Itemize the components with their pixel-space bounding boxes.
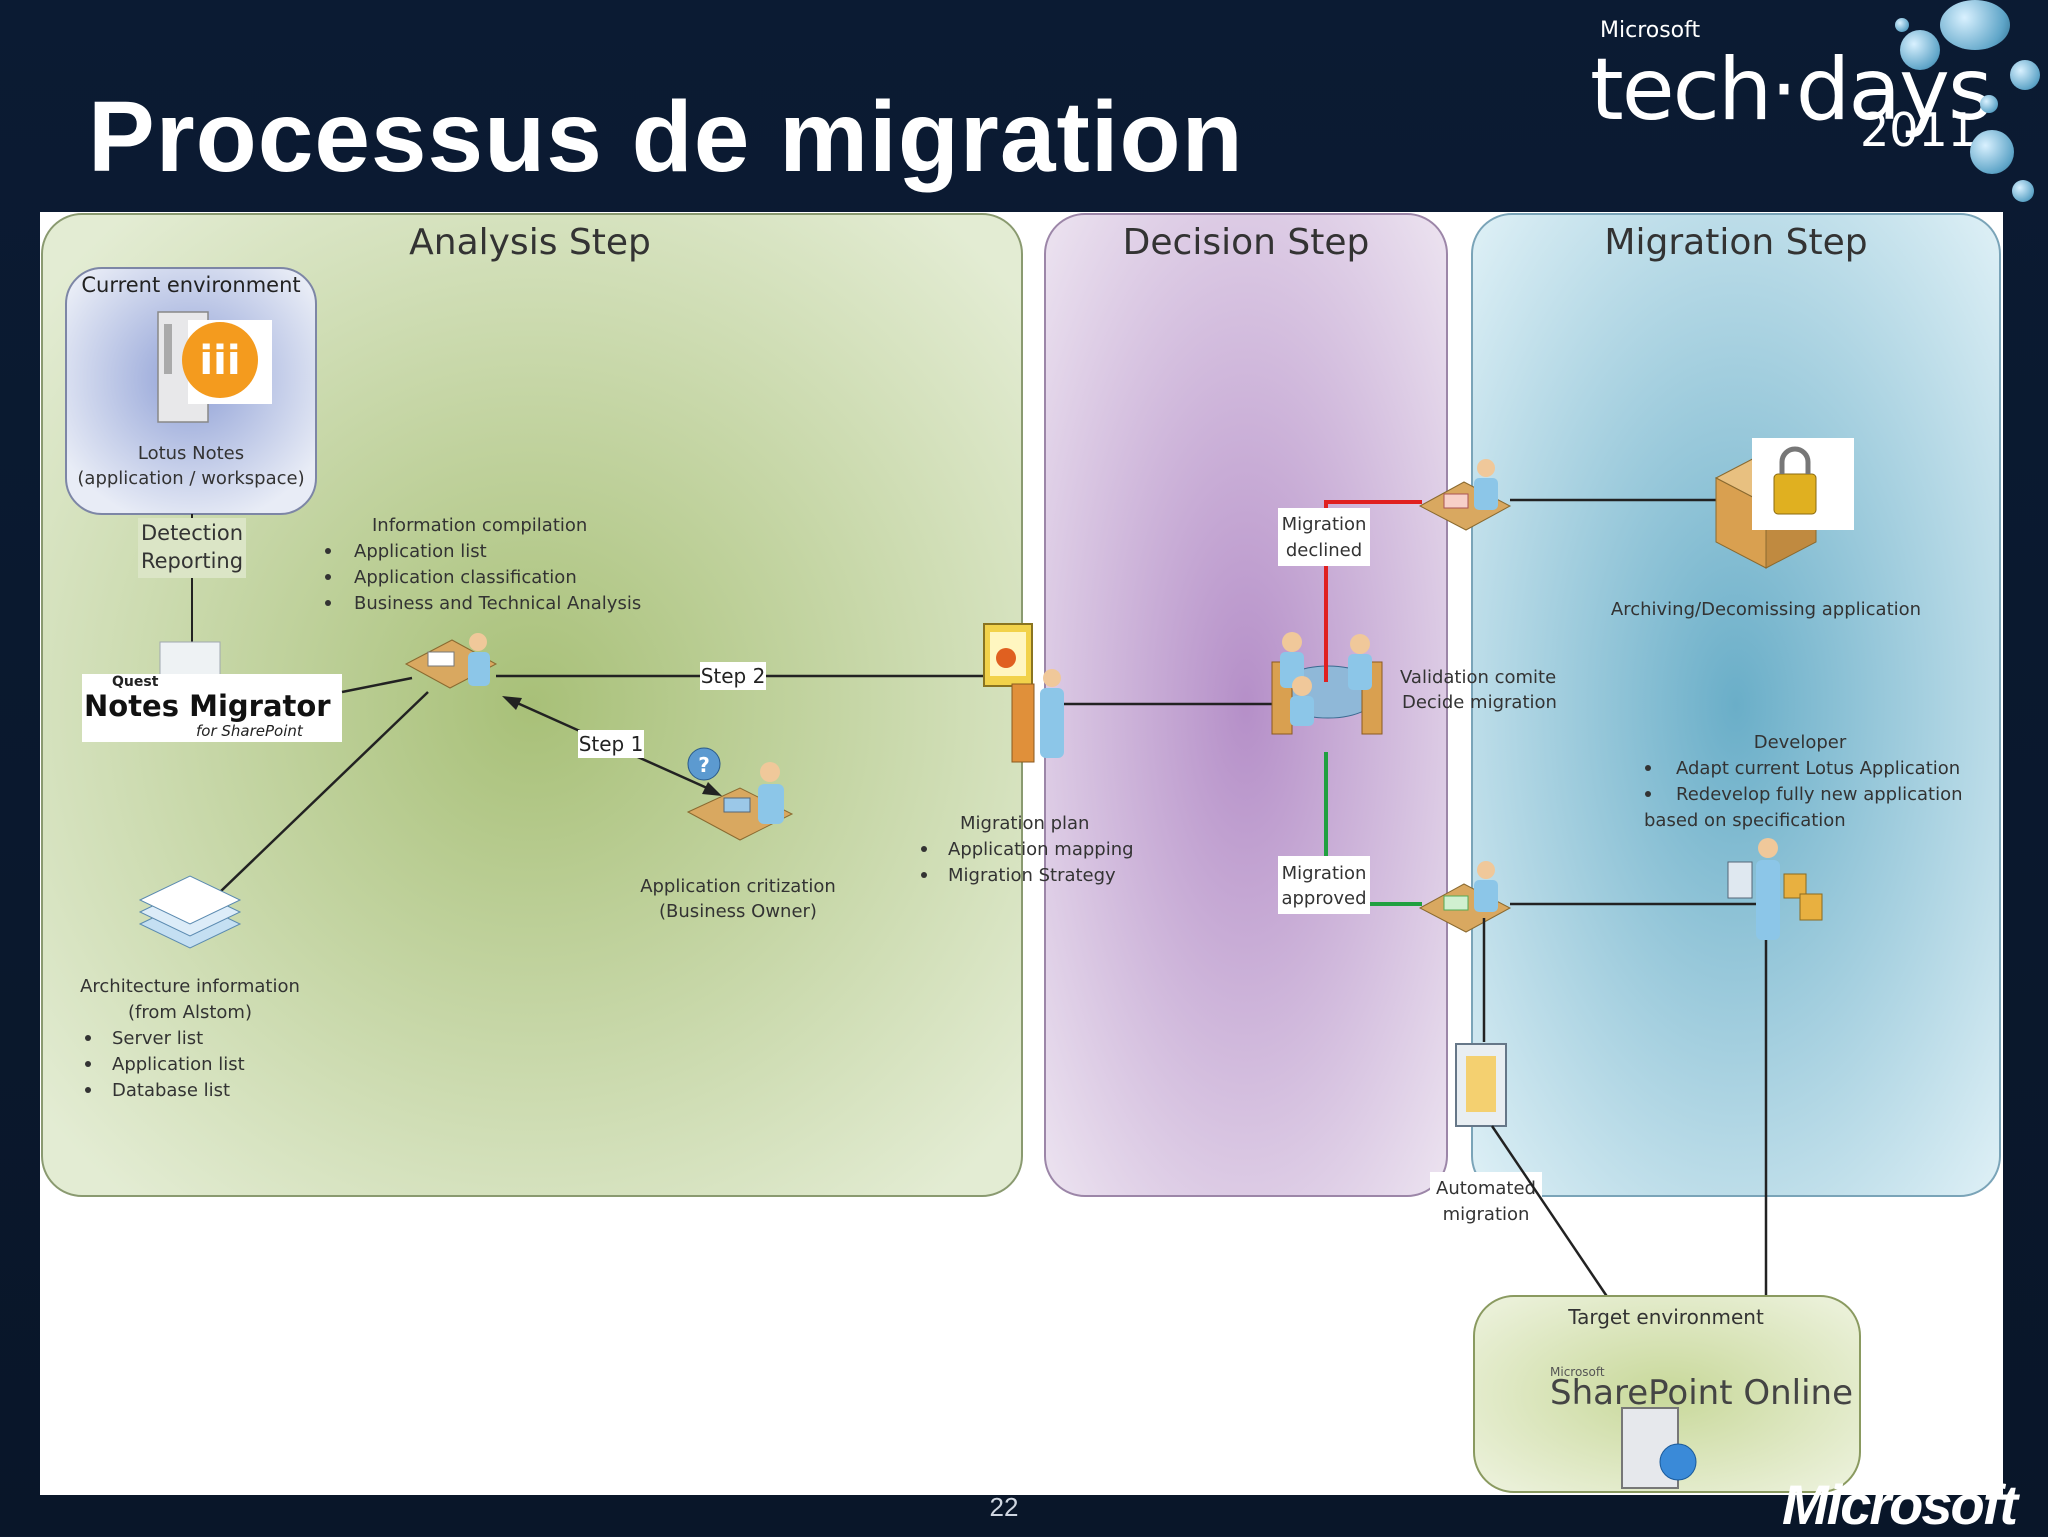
developer-item: Adapt current Lotus Application [1676,758,1960,779]
analyst-person-icon [404,633,498,689]
detection-label: Detection [141,521,243,545]
migration-plan-item: Migration Strategy [948,865,1116,886]
info-compilation-item: Application list [354,541,487,562]
svg-text:iii: iii [199,338,240,384]
archive-operator-icon [1418,459,1512,531]
automated-label-2: migration [1443,1204,1530,1225]
page-number: 22 [989,1492,1019,1522]
step1-label: Step 1 [579,732,644,756]
phase-title-migration: Migration Step [1604,222,1867,263]
sharepoint-online-logo: Microsoft SharePoint Online [1550,1365,1853,1489]
decor-bubble [2012,180,2034,202]
migration-server-icon [1455,1043,1507,1127]
info-compilation-item: Business and Technical Analysis [354,593,641,614]
lotus-server-icon: iii [157,311,272,423]
validation-label: Validation comite [1400,667,1556,688]
migration-plan-title: Migration plan [960,813,1089,834]
microsoft-footer-logo: Microsoft [1782,1473,2018,1536]
info-compilation-title: Information compilation [372,515,587,536]
target-environment-box [1473,1295,1861,1493]
architecture-item: Database list [112,1080,230,1101]
phase-title-decision: Decision Step [1123,222,1370,263]
target-environment-title: Target environment [1567,1305,1764,1329]
decor-bubble [1900,30,1940,70]
target-product-name: SharePoint Online [1550,1373,1853,1413]
app-critization-label: Application critization [640,876,836,897]
logo-year: 2011 [1860,103,1978,157]
validation-committee-icon [1271,632,1383,735]
info-compilation-item: Application classification [354,567,577,588]
developer-item: Redevelop fully new application [1676,784,1963,805]
phase-title-analysis: Analysis Step [409,222,651,263]
target-product-brand: Microsoft [1550,1365,1605,1379]
architecture-source: (from Alstom) [128,1002,252,1023]
architecture-title: Architecture information [80,976,300,997]
developer-title: Developer [1754,732,1847,753]
automated-label: Automated [1436,1178,1536,1199]
declined-label-2: declined [1286,540,1362,561]
decor-bubble [2010,60,2040,90]
approved-label-2: approved [1281,888,1366,909]
migration-plan-item: Application mapping [948,839,1134,860]
connector-server-to-target [1490,1125,1610,1299]
declined-label: Migration [1282,514,1367,535]
declined-path [1324,500,1422,682]
migration-operator-icon [1418,861,1512,933]
documents-stack-icon [138,875,242,949]
tool-sub: for SharePoint [196,722,304,740]
current-environment-title: Current environment [81,273,300,297]
approved-label: Migration [1282,863,1367,884]
business-owner-icon: ? [686,747,794,841]
decor-bubble [1980,95,1998,113]
current-environment-caption-2: (application / workspace) [77,468,304,489]
reporting-label: Reporting [141,549,243,573]
current-environment-caption-1: Lotus Notes [138,443,244,464]
decor-bubble [1970,130,2014,174]
archiving-label: Archiving/Decomissing application [1611,599,1921,620]
presenter-icon [983,623,1064,763]
tool-brand: Quest [112,674,159,690]
architecture-item: Server list [112,1028,203,1049]
app-critization-owner: (Business Owner) [659,901,817,922]
step2-label: Step 2 [701,664,766,688]
archive-box-icon [1714,438,1854,569]
tool-name: Notes Migrator [84,689,331,723]
slide-title: Processus de migration [88,81,1244,193]
validation-decide: Decide migration [1402,692,1557,713]
developer-tail: based on specification [1644,810,1846,831]
svg-text:?: ? [698,753,710,777]
notes-migrator-logo: Quest Notes Migrator for SharePoint [82,641,342,742]
developer-icon [1727,838,1823,940]
connector-tool-to-analyst [341,676,413,694]
architecture-item: Application list [112,1054,245,1075]
techdays-logo: Microsoft tech·days 2011 [1590,18,2040,218]
migration-process-diagram: Analysis Step Decision Step Migration St… [41,213,2001,1493]
connector-analyst-to-architecture [219,691,429,893]
logo-company: Microsoft [1600,18,1701,43]
migration-phase-panel [1471,213,2001,1197]
decor-bubble [1940,0,2010,50]
decor-bubble [1895,18,1909,32]
